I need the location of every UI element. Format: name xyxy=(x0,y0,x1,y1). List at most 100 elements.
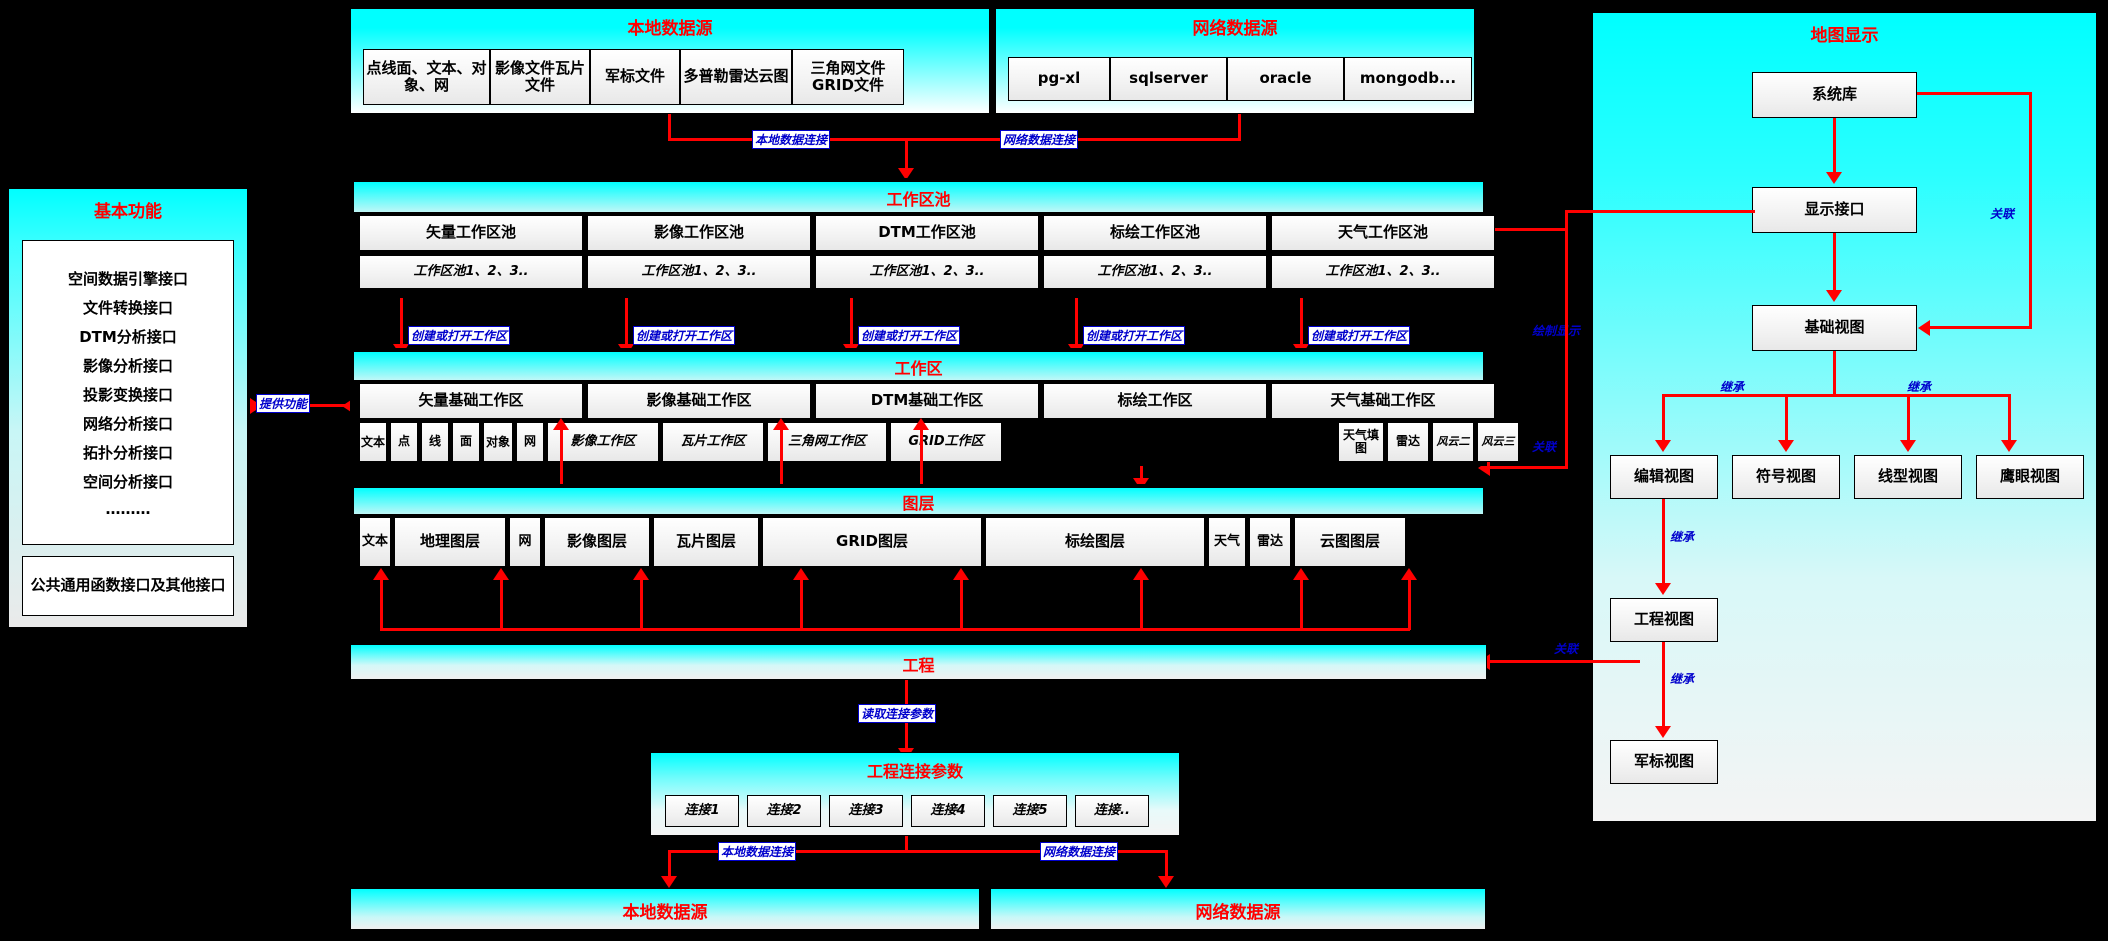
line-view-box[interactable]: 线型视图 xyxy=(1854,455,1962,499)
label-create-open-5: 创建或打开工作区 xyxy=(1308,326,1411,345)
eagle-eye-view-box[interactable]: 鹰眼视图 xyxy=(1976,455,2084,499)
workarea-sub-grid[interactable]: GRID工作区 xyxy=(890,422,1002,462)
interface-item[interactable]: 拓扑分析接口 xyxy=(82,443,173,462)
conn-item[interactable]: 连接5 xyxy=(993,795,1067,827)
workarea-sub-weather[interactable]: 天气填图 xyxy=(1338,422,1384,462)
layer-weather[interactable]: 天气 xyxy=(1208,517,1246,567)
local-source-item[interactable]: 军标文件 xyxy=(590,49,680,105)
conn-display-left-down xyxy=(1565,210,1568,230)
edit-view-box[interactable]: 编辑视图 xyxy=(1610,455,1718,499)
conn-bus-7 xyxy=(1300,574,1303,630)
label-draw-display: 绘制显示 xyxy=(1532,324,1581,338)
workarea-column[interactable]: 标绘工作区 xyxy=(1043,383,1267,419)
workarea-sub-text[interactable]: 文本 xyxy=(359,422,387,462)
label-relate-mid: 关联 xyxy=(1532,440,1557,454)
workarea-sub-fy2[interactable]: 风云二 xyxy=(1432,422,1474,462)
interface-item[interactable]: 网络分析接口 xyxy=(82,414,173,433)
local-source-item[interactable]: 影像文件瓦片文件 xyxy=(490,49,590,105)
layers-panel: 图层 文本 地理图层 网 影像图层 瓦片图层 GRID图层 标绘图层 天气 雷达… xyxy=(350,484,1487,574)
workpool-column[interactable]: DTM工作区池 xyxy=(815,215,1039,251)
connector-local-down xyxy=(668,114,671,140)
project-bus xyxy=(380,628,1410,631)
layer-tile[interactable]: 瓦片图层 xyxy=(653,517,759,567)
arrow-bus-5 xyxy=(953,568,969,580)
workarea-sub-fy3[interactable]: 风云三 xyxy=(1477,422,1519,462)
layer-image[interactable]: 影像图层 xyxy=(544,517,650,567)
workpool-sub[interactable]: 工作区池1、2、3.. xyxy=(815,255,1039,289)
workarea-sub-tin[interactable]: 三角网工作区 xyxy=(767,422,887,462)
local-datasource-top-panel: 本地数据源 点线面、文本、对象、网 影像文件瓦片文件 军标文件 多普勒雷达云图 … xyxy=(350,8,990,114)
workarea-sub-net[interactable]: 网 xyxy=(516,422,544,462)
workarea-column[interactable]: 矢量基础工作区 xyxy=(359,383,583,419)
workpool-sub[interactable]: 工作区池1、2、3.. xyxy=(359,255,583,289)
layers-title: 图层 xyxy=(902,494,935,513)
conn-item[interactable]: 连接2 xyxy=(747,795,821,827)
workarea-sub-image[interactable]: 影像工作区 xyxy=(547,422,659,462)
map-display-panel: 地图显示 xyxy=(1592,12,2097,822)
conn-pool-to-area-2 xyxy=(625,298,628,348)
workpool-sub[interactable]: 工作区池1、2、3.. xyxy=(1271,255,1495,289)
workarea-column[interactable]: 天气基础工作区 xyxy=(1271,383,1495,419)
conn-pool-to-area-4 xyxy=(1075,298,1078,348)
conn-item[interactable]: 连接1 xyxy=(665,795,739,827)
conn-layers-up-2 xyxy=(780,424,783,484)
workarea-sub-object[interactable]: 对象 xyxy=(483,422,513,462)
interface-item[interactable]: 影像分析接口 xyxy=(82,356,173,375)
workarea-sub-point[interactable]: 点 xyxy=(390,422,418,462)
arrow-engview xyxy=(1655,583,1671,595)
local-source-item[interactable]: 多普勒雷达云图 xyxy=(680,49,792,105)
workarea-column[interactable]: 影像基础工作区 xyxy=(587,383,811,419)
layer-cloud[interactable]: 云图图层 xyxy=(1294,517,1406,567)
label-inherit-left: 继承 xyxy=(1720,380,1745,394)
layer-grid[interactable]: GRID图层 xyxy=(762,517,982,567)
label-create-open-1: 创建或打开工作区 xyxy=(408,326,511,345)
net-source-item[interactable]: pg-xl xyxy=(1008,57,1110,101)
arrow-bus-1 xyxy=(373,568,389,580)
arrow-symbolview xyxy=(1778,440,1794,452)
net-source-item[interactable]: sqlserver xyxy=(1110,57,1227,101)
layer-radar[interactable]: 雷达 xyxy=(1249,517,1291,567)
workarea-sub-face[interactable]: 面 xyxy=(452,422,480,462)
layer-text[interactable]: 文本 xyxy=(359,517,391,567)
net-source-item[interactable]: mongodb... xyxy=(1344,57,1472,101)
common-interface-box[interactable]: 公共通用函数接口及其他接口 xyxy=(22,556,234,616)
conn-item[interactable]: 连接4 xyxy=(911,795,985,827)
conn-item[interactable]: 连接.. xyxy=(1075,795,1149,827)
workarea-sub-line[interactable]: 线 xyxy=(421,422,449,462)
interface-item[interactable]: 文件转换接口 xyxy=(82,298,173,317)
layer-geo[interactable]: 地理图层 xyxy=(394,517,506,567)
basic-function-interface-list: 空间数据引擎接口 文件转换接口 DTM分析接口 影像分析接口 投影变换接口 网络… xyxy=(22,240,234,545)
military-view-box[interactable]: 军标视图 xyxy=(1610,740,1718,784)
layer-net[interactable]: 网 xyxy=(509,517,541,567)
interface-item[interactable]: 空间分析接口 xyxy=(82,472,173,491)
engineering-view-box[interactable]: 工程视图 xyxy=(1610,598,1718,642)
connector-into-workpool xyxy=(905,138,908,174)
base-view-box[interactable]: 基础视图 xyxy=(1752,305,1917,351)
conn-item[interactable]: 连接3 xyxy=(829,795,903,827)
conn-to-lineview xyxy=(1907,394,1910,440)
workpool-column[interactable]: 矢量工作区池 xyxy=(359,215,583,251)
interface-item[interactable]: DTM分析接口 xyxy=(79,327,177,346)
workpool-column[interactable]: 影像工作区池 xyxy=(587,215,811,251)
system-library-box[interactable]: 系统库 xyxy=(1752,72,1917,118)
arrow-layers-up-2 xyxy=(773,418,789,430)
interface-item[interactable]: 投影变换接口 xyxy=(82,385,173,404)
conn-display-left xyxy=(1565,210,1755,213)
workarea-column[interactable]: DTM基础工作区 xyxy=(815,383,1039,419)
workpool-sub[interactable]: 工作区池1、2、3.. xyxy=(587,255,811,289)
workpool-column[interactable]: 天气工作区池 xyxy=(1271,215,1495,251)
conn-to-eagleview xyxy=(2008,394,2011,440)
arrow-into-workpool xyxy=(898,168,914,180)
workarea-sub-tile[interactable]: 瓦片工作区 xyxy=(662,422,764,462)
symbol-view-box[interactable]: 符号视图 xyxy=(1732,455,1840,499)
conn-area-to-layer-1 xyxy=(1140,466,1143,484)
net-source-item[interactable]: oracle xyxy=(1227,57,1344,101)
layer-plot[interactable]: 标绘图层 xyxy=(985,517,1205,567)
local-source-item[interactable]: 三角网文件GRID文件 xyxy=(792,49,904,105)
display-interface-box[interactable]: 显示接口 xyxy=(1752,187,1917,233)
workpool-sub[interactable]: 工作区池1、2、3.. xyxy=(1043,255,1267,289)
workarea-sub-radar[interactable]: 雷达 xyxy=(1387,422,1429,462)
interface-item[interactable]: 空间数据引擎接口 xyxy=(67,269,188,288)
workpool-column[interactable]: 标绘工作区池 xyxy=(1043,215,1267,251)
local-source-item[interactable]: 点线面、文本、对象、网 xyxy=(363,49,490,105)
